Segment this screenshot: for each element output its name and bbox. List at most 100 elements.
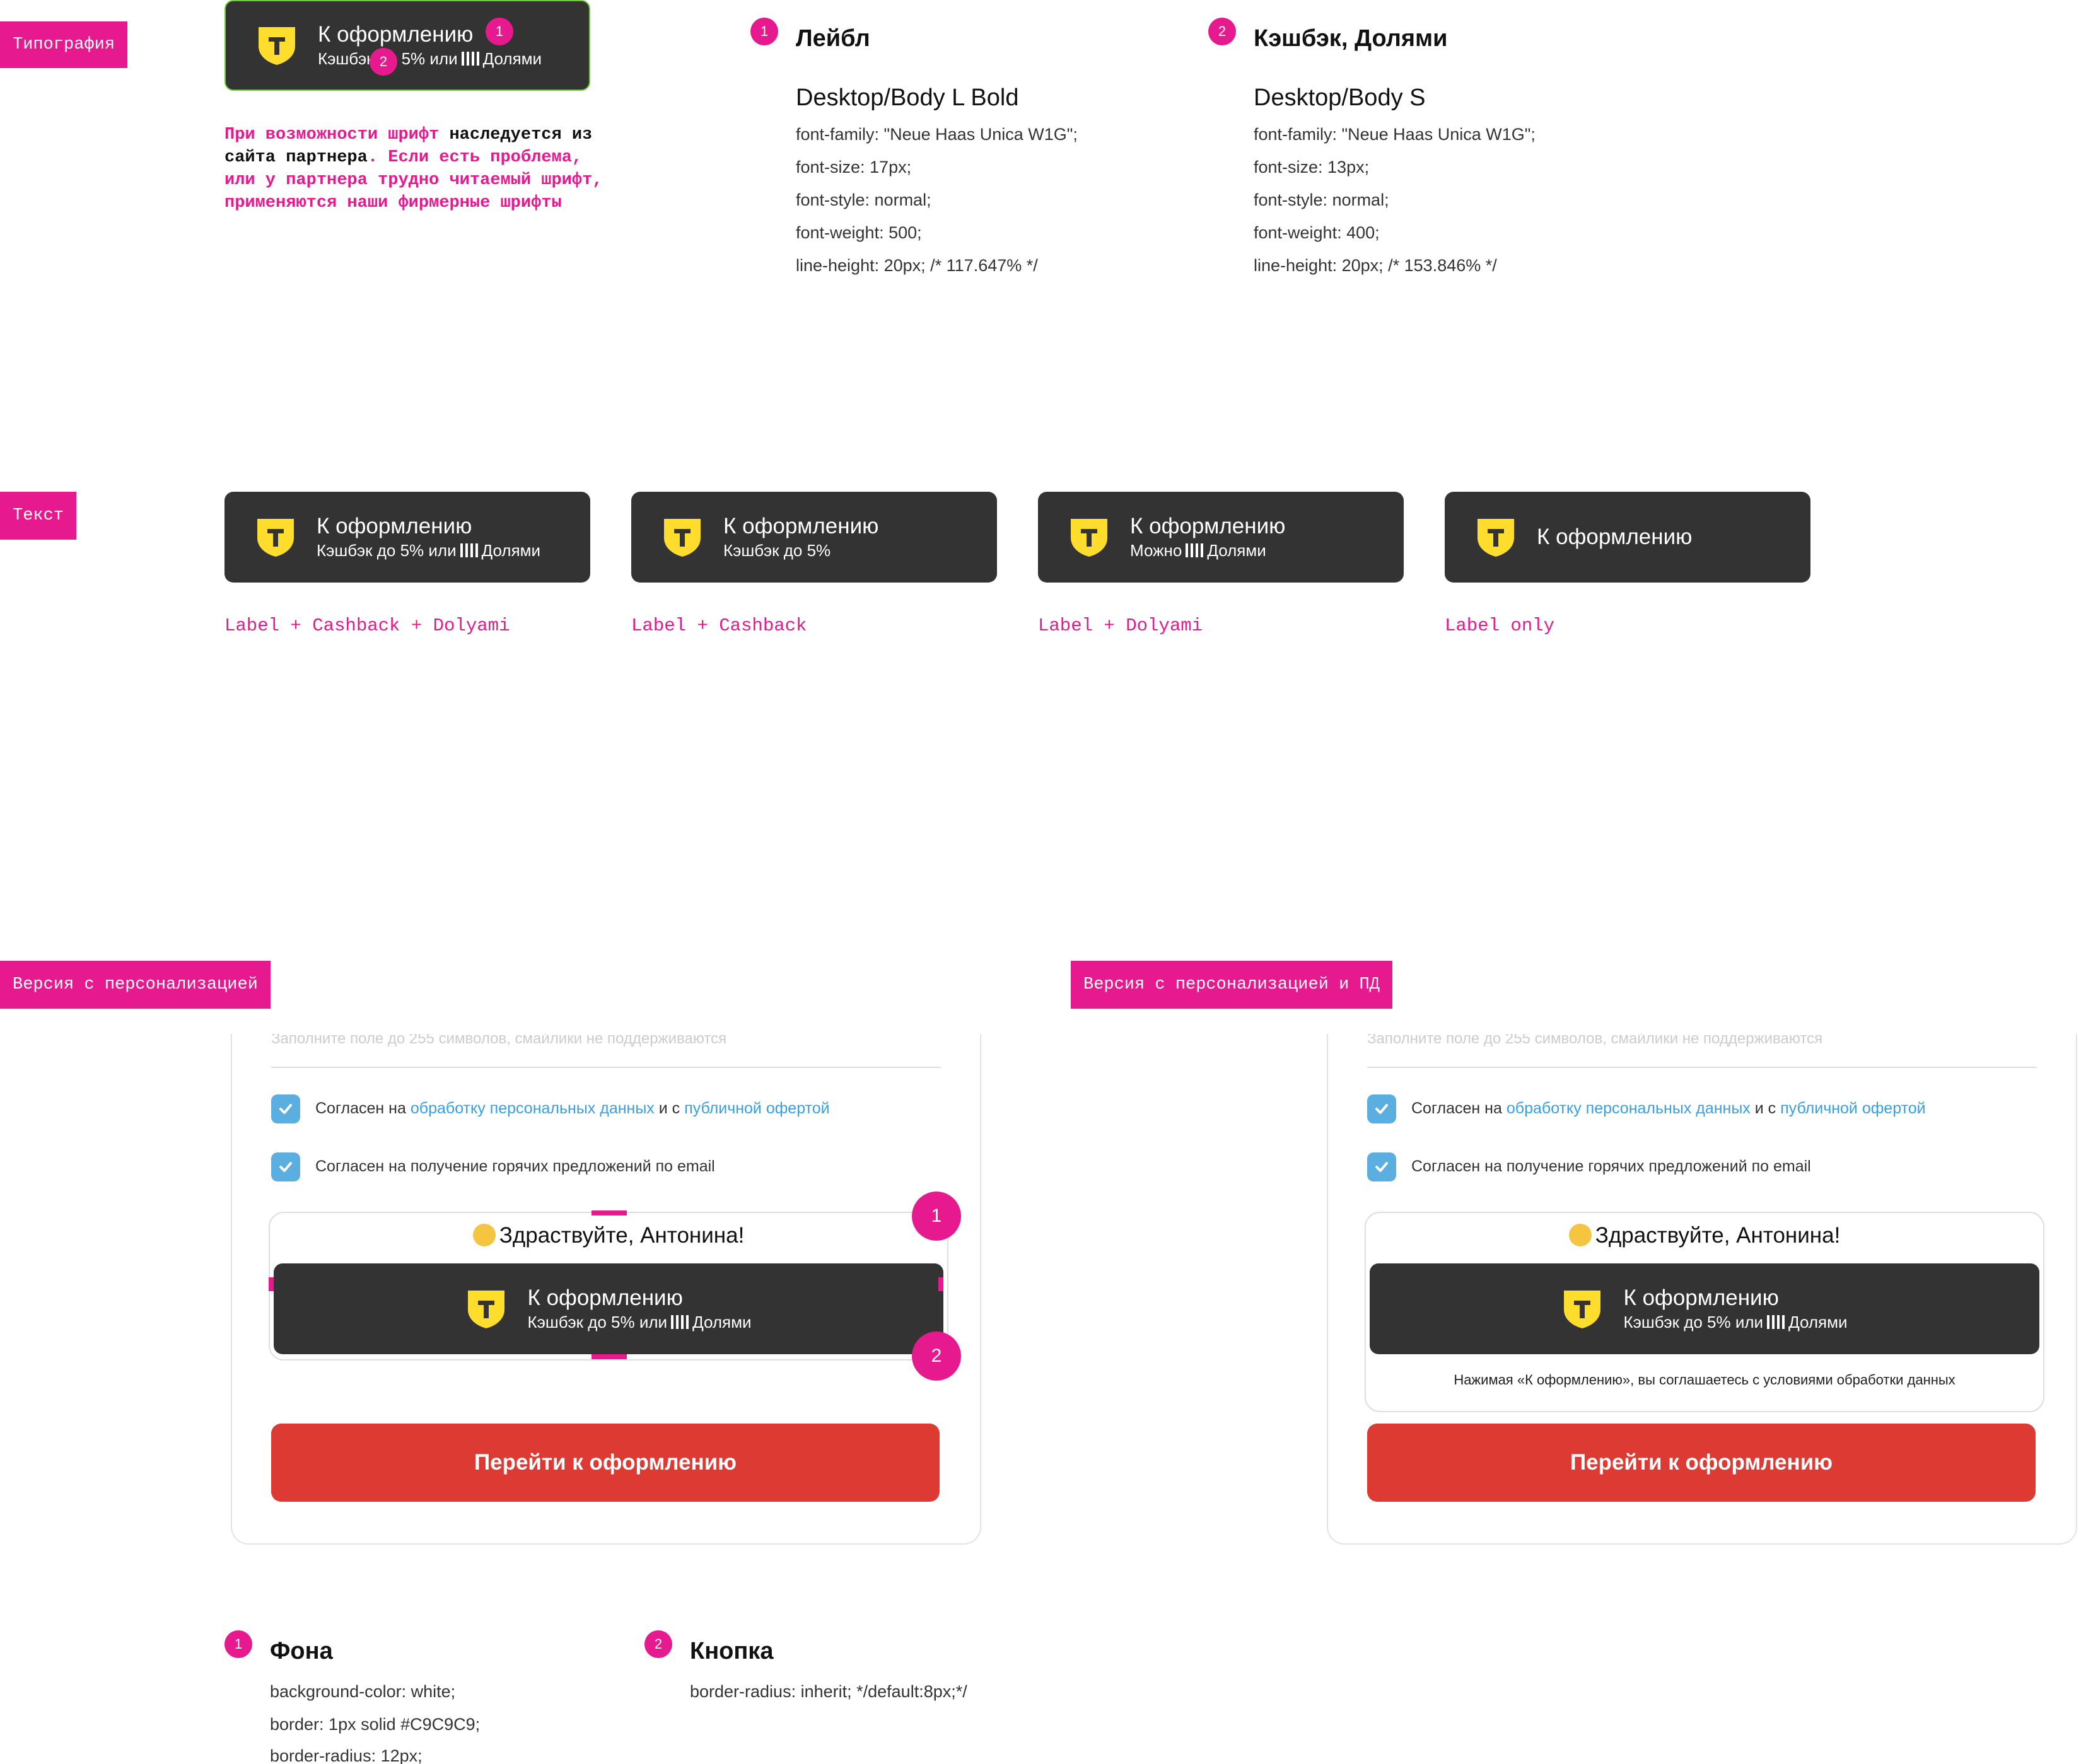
go-to-checkout-button[interactable]: Перейти к оформлению (271, 1424, 940, 1502)
email-consent-text: Согласен на получение горячих предложени… (1411, 1158, 1811, 1175)
consent-text: Согласен на обработку персональных данны… (315, 1100, 830, 1117)
offer-link[interactable]: публичной офертой (684, 1100, 830, 1117)
dolyami-icon (671, 1315, 689, 1329)
consent-text: Согласен на обработку персональных данны… (1411, 1100, 1926, 1117)
button-subtext: Кэшбэк до 5% (723, 541, 831, 560)
t-shield-logo-icon (1564, 1291, 1601, 1328)
spacing-mark (269, 1277, 274, 1291)
go-to-checkout-button[interactable]: Перейти к оформлению (1367, 1424, 2036, 1502)
divider (1367, 1067, 2037, 1068)
t-shield-logo-icon (468, 1291, 505, 1328)
spec1-line: font-weight: 500; (796, 223, 922, 242)
tag-typography: Типография (0, 21, 128, 68)
t-shield-logo-icon (664, 519, 701, 557)
spec1-line: line-height: 20px; /* 117.647% */ (796, 256, 1038, 275)
legal-note: Нажимая «К оформлению», вы соглашаетесь … (1454, 1372, 1956, 1388)
spec1-line: font-family: "Neue Haas Unica W1G"; (796, 125, 1078, 144)
badge-label: 1 (486, 18, 513, 45)
spec2-style: Desktop/Body S (1254, 84, 1426, 111)
callout-badge-background: 1 (912, 1192, 961, 1241)
check-icon (279, 1104, 292, 1114)
divider (271, 1067, 941, 1068)
caption-dolyami: Label + Dolyami (1038, 615, 1203, 636)
t-shield-logo-icon (1071, 519, 1107, 557)
email-consent-checkbox[interactable] (1367, 1152, 1396, 1181)
t-shield-logo-icon (1478, 519, 1514, 557)
button-label: К оформлению (1623, 1285, 1779, 1310)
button-label: К оформлению (723, 514, 879, 538)
dolyami-icon (460, 543, 478, 557)
caption-cashback: Label + Cashback (631, 615, 807, 636)
button-label: К оформлению (317, 514, 472, 538)
caption-cashback-dolyami: Label + Cashback + Dolyami (224, 615, 510, 636)
background-spec-line: background-color: white; (270, 1682, 456, 1701)
pd-link[interactable]: обработку персональных данных (1506, 1100, 1751, 1117)
checkout-panel-personal-pd: Заполните поле до 255 символов, смайлики… (1327, 1034, 2077, 1545)
comment-hint: Заполните поле до 255 символов, смайлики… (1367, 1034, 1823, 1047)
spacing-mark (938, 1277, 943, 1291)
spec1-badge: 1 (750, 18, 778, 45)
spec1-style: Desktop/Body L Bold (796, 84, 1019, 111)
dolyami-icon (461, 52, 479, 66)
wave-icon (1568, 1224, 1592, 1246)
spec2-line: font-style: normal; (1254, 190, 1389, 209)
consent-checkbox[interactable] (1367, 1094, 1396, 1123)
spec2-badge: 2 (1208, 18, 1236, 45)
email-consent-checkbox[interactable] (271, 1152, 300, 1181)
spec2-title: Кэшбэк, Долями (1254, 25, 1448, 52)
tag-personalization: Версия с персонализацией (0, 961, 271, 1009)
caption-label-only: Label only (1445, 615, 1555, 636)
comment-hint: Заполните поле до 255 символов, смайлики… (271, 1034, 727, 1047)
button-spec-line: border-radius: inherit; */default:8px;*/ (690, 1682, 967, 1701)
email-consent-text: Согласен на получение горячих предложени… (315, 1158, 715, 1175)
dolyami-icon (1186, 543, 1204, 557)
greeting: Здраствуйте, Антонина! (270, 1223, 947, 1248)
badge-cashback: 2 (370, 48, 397, 76)
tag-personalization-pd: Версия с персонализацией и ПД (1071, 961, 1392, 1009)
bottom-badge-background: 1 (224, 1630, 252, 1658)
check-icon (279, 1162, 292, 1172)
t-shield-logo-icon (257, 519, 294, 557)
greeting: Здраствуйте, Антонина! (1366, 1223, 2043, 1248)
tpay-widget-card: Здраствуйте, Антонина! К оформлению Кэшб… (1365, 1212, 2044, 1412)
bottom-badge-button: 2 (644, 1630, 672, 1658)
background-spec-title: Фона (270, 1638, 333, 1664)
button-label: К оформлению (318, 22, 474, 47)
spec2-line: line-height: 20px; /* 153.846% */ (1254, 256, 1497, 275)
font-inherit-note: При возможности шрифт наследуется из сай… (224, 125, 603, 212)
background-spec-line: border-radius: 12px; (270, 1746, 423, 1764)
offer-link[interactable]: публичной офертой (1780, 1100, 1926, 1117)
spec1-line: font-size: 17px; (796, 158, 912, 177)
spec2-line: font-family: "Neue Haas Unica W1G"; (1254, 125, 1536, 144)
tag-text: Текст (0, 492, 77, 540)
tpay-widget-card: Здраствуйте, Антонина! К оформлению Кэшб… (269, 1212, 948, 1361)
spec1-title: Лейбл (796, 25, 870, 52)
checkout-panel-personal: Заполните поле до 255 символов, смайлики… (231, 1034, 981, 1545)
wave-icon (472, 1224, 496, 1246)
spacing-mark (592, 1210, 627, 1216)
pd-link[interactable]: обработку персональных данных (410, 1100, 655, 1117)
button-spec-title: Кнопка (690, 1638, 774, 1664)
t-shield-logo-icon (259, 27, 295, 65)
callout-badge-button: 2 (912, 1332, 961, 1381)
check-icon (1375, 1162, 1388, 1172)
dolyami-icon (1767, 1315, 1785, 1329)
spec2-line: font-weight: 400; (1254, 223, 1380, 242)
consent-checkbox[interactable] (271, 1094, 300, 1123)
button-label: К оформлению (527, 1285, 683, 1310)
check-icon (1375, 1104, 1388, 1114)
variant-label-only-button[interactable]: К оформлению (1445, 492, 1810, 583)
button-label: К оформлению (1537, 525, 1693, 549)
variant-cashback-button[interactable]: К оформлению Кэшбэк до 5% (631, 492, 997, 583)
button-label: К оформлению (1130, 514, 1286, 538)
